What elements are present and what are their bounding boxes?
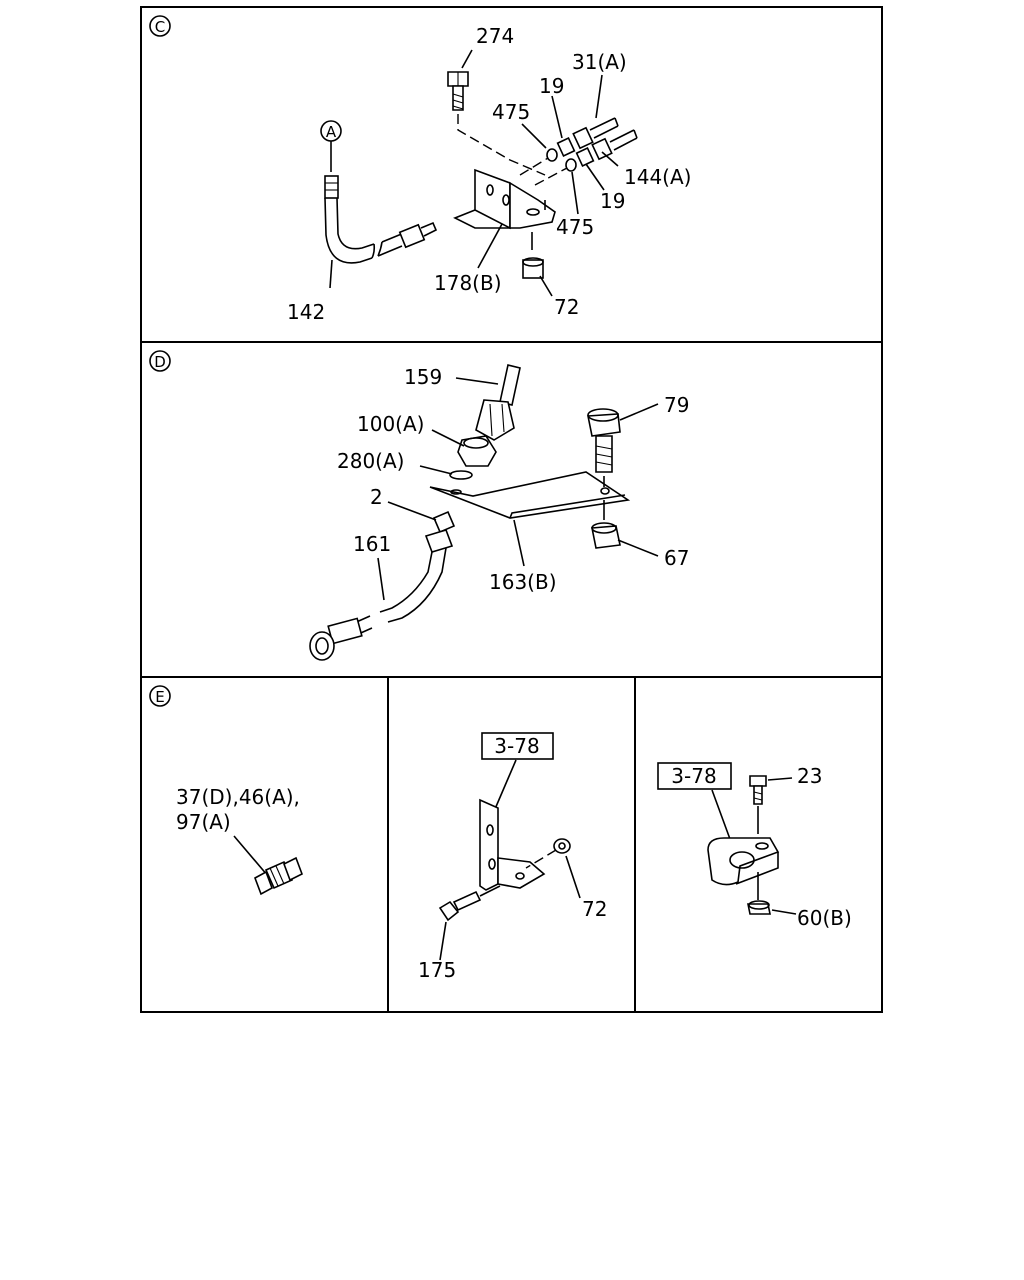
- ref-3-78-middle: 3-78: [494, 734, 539, 758]
- label-2: 2: [370, 485, 383, 509]
- bracket-middle: [479, 798, 546, 891]
- nut-100a: [457, 435, 497, 467]
- section-d: D: [149, 350, 689, 661]
- section-c-marker: [149, 15, 171, 37]
- label-23: 23: [797, 764, 822, 788]
- label-163b: 163(B): [489, 570, 557, 594]
- label-67: 67: [664, 546, 689, 570]
- section-d-marker: [149, 350, 171, 372]
- label-19-bottom: 19: [600, 189, 625, 213]
- bolt-274: [447, 71, 469, 111]
- nut-72-e: [553, 838, 571, 854]
- section-d-letter: D: [154, 353, 166, 371]
- label-60b: 60(B): [797, 906, 852, 930]
- label-274: 274: [476, 24, 514, 48]
- callout-circle-a-label: A: [326, 123, 337, 141]
- label-100a: 100(A): [357, 412, 424, 436]
- fitting-159: [475, 364, 521, 441]
- label-159: 159: [404, 365, 442, 389]
- bolt-175: [438, 890, 482, 922]
- label-72-c: 72: [554, 295, 579, 319]
- section-e-marker: [149, 685, 171, 707]
- label-280a: 280(A): [337, 449, 404, 473]
- section-e-letter: E: [155, 688, 164, 706]
- section-e-middle: 3-78 72 175: [418, 732, 607, 982]
- nut-60b: [747, 900, 771, 915]
- label-178b: 178(B): [434, 271, 502, 295]
- section-c-letter: C: [155, 18, 165, 36]
- ref-box-3-78-right: [657, 762, 732, 790]
- fittings-c: [519, 117, 638, 186]
- label-19-top: 19: [539, 74, 564, 98]
- label-175: 175: [418, 958, 456, 982]
- pipe-142: [324, 175, 438, 264]
- hose-161: [309, 510, 456, 661]
- section-c: C A: [149, 15, 691, 324]
- washer-280a: [449, 470, 473, 480]
- union-fitting: [254, 856, 304, 896]
- diagram-frame: [140, 6, 883, 1013]
- label-161: 161: [353, 532, 391, 556]
- bolt-79: [587, 408, 621, 473]
- label-475-top: 475: [492, 100, 530, 124]
- bracket-178b: [453, 168, 556, 230]
- nut-67: [591, 522, 621, 549]
- ref-3-78-right: 3-78: [671, 764, 716, 788]
- label-475-bottom: 475: [556, 215, 594, 239]
- ref-box-3-78-middle: [481, 732, 554, 760]
- bolt-23: [749, 775, 767, 805]
- label-97a: 97(A): [176, 810, 231, 834]
- section-e: E 37(D),46(A), 97(A): [149, 685, 304, 896]
- clip-clamp: [707, 837, 780, 886]
- nut-72-c: [522, 232, 544, 279]
- label-31a: 31(A): [572, 50, 627, 74]
- label-72-e: 72: [582, 897, 607, 921]
- label-37d-46a: 37(D),46(A),: [176, 785, 300, 809]
- label-144a: 144(A): [624, 165, 691, 189]
- label-79: 79: [664, 393, 689, 417]
- bracket-163b: [429, 471, 631, 519]
- section-e-right: 3-78 23 60(B): [657, 762, 852, 930]
- label-142: 142: [287, 300, 325, 324]
